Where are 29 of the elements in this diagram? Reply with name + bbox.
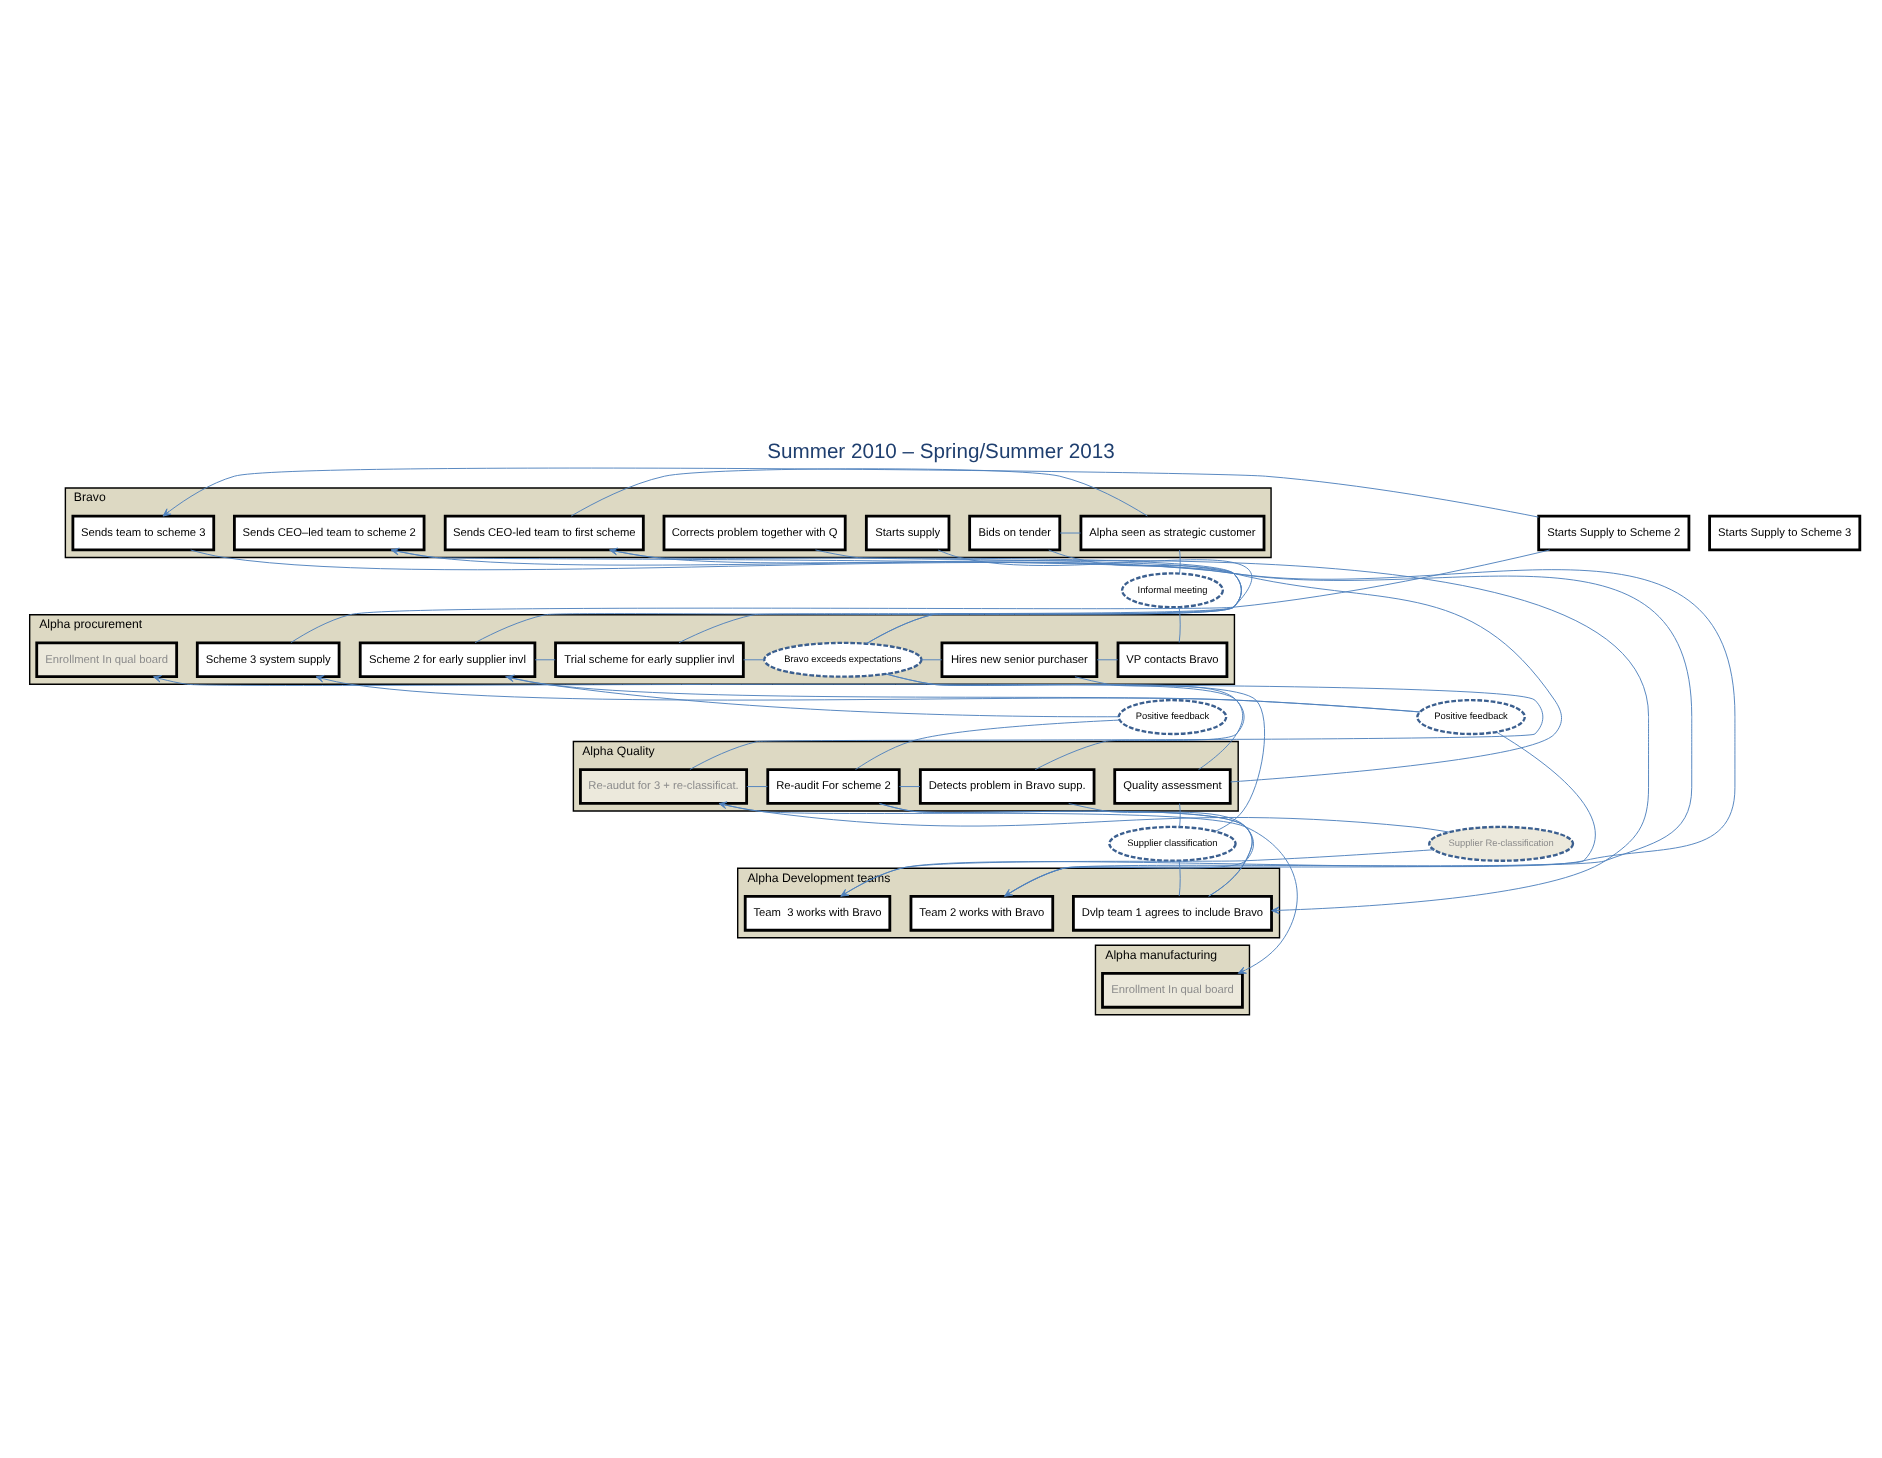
arrow — [609, 548, 1649, 914]
connector — [1068, 802, 1253, 896]
connector — [921, 658, 943, 660]
connector — [1048, 548, 1562, 782]
connector — [1178, 859, 1181, 896]
connector — [885, 672, 1266, 831]
connector — [1179, 802, 1181, 827]
connector — [898, 785, 921, 786]
connector — [534, 658, 556, 660]
connector — [855, 718, 1121, 769]
connector — [570, 467, 1148, 516]
connector — [743, 658, 765, 660]
connector — [1074, 675, 1244, 770]
arrow — [162, 466, 1539, 517]
connector — [885, 672, 1245, 770]
arrow — [505, 673, 1119, 717]
arrow — [390, 546, 1242, 643]
arrow — [718, 800, 1450, 832]
connector — [1096, 658, 1119, 660]
arrow — [718, 802, 1298, 973]
connector — [1059, 531, 1082, 533]
arrow — [315, 673, 1421, 712]
connector — [1178, 605, 1181, 642]
connector — [504, 675, 1421, 712]
diagram-title: Summer 2010 – Spring/Summer 2013 — [767, 441, 1115, 464]
connector — [1179, 548, 1181, 574]
connector — [746, 785, 768, 786]
connector — [290, 548, 1551, 643]
arrow — [609, 546, 1242, 643]
